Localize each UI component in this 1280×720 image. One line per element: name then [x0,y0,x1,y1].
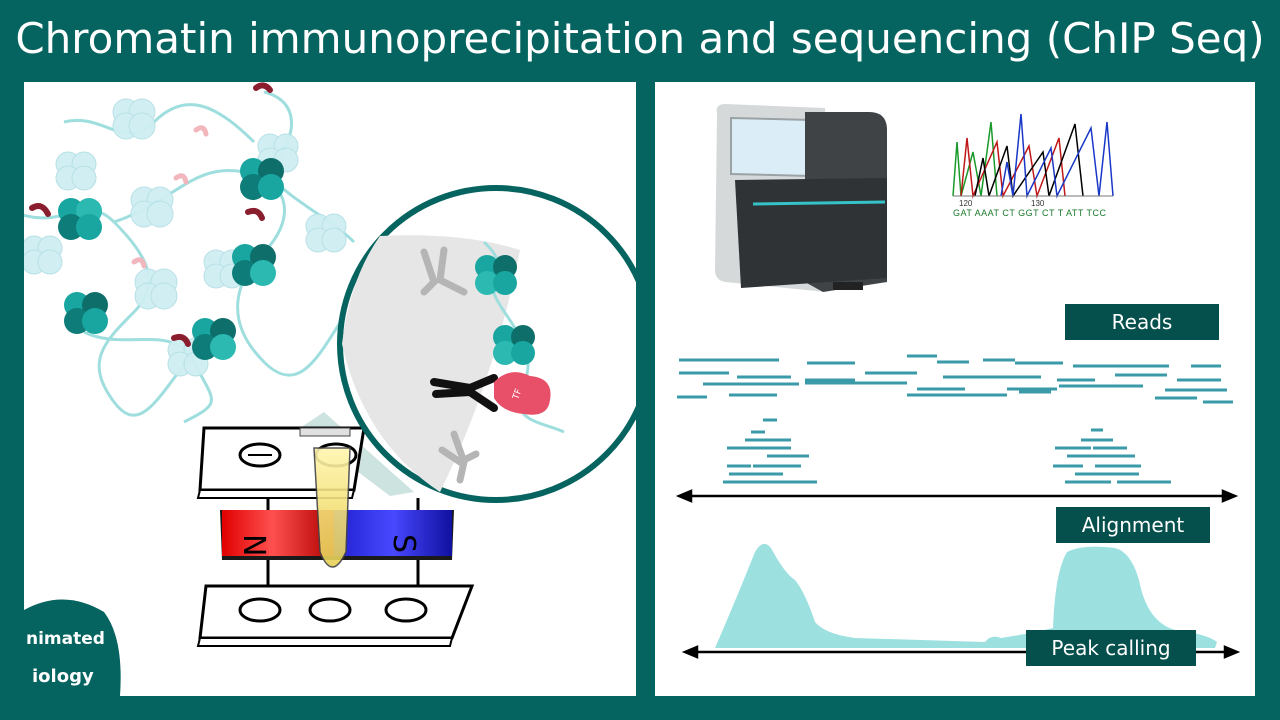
magnet-s-label: S [386,534,421,553]
nucleosomes [58,158,284,360]
sample-tube [313,447,351,568]
page-title: Chromatin immunoprecipitation and sequen… [15,14,1265,63]
sequencer-machine [715,104,887,292]
sequencing-illustration: 120 130 GAT AAAT CT GGT CT T ATT TCC [675,104,1241,659]
chromatogram-tick-120: 120 [959,199,973,208]
sequencing-panel: 120 130 GAT AAAT CT GGT CT T ATT TCC [655,82,1255,696]
tf-label: TF [511,388,524,402]
genome-axis-alignment [675,489,1239,503]
alignment-label: Alignment [1056,507,1210,543]
logo: nimated iology [24,588,122,696]
bottom-plate [196,584,475,647]
magnified-view: TF [337,185,636,503]
faded-nucleosomes [24,98,347,377]
aligned-reads [723,418,1171,484]
chromatogram-tick-130: 130 [1031,199,1045,208]
chromatin-illustration: N S [24,82,636,647]
logo-text-bottom: iology [32,666,94,687]
chromatogram-sequence: GAT AAAT CT GGT CT T ATT TCC [953,208,1107,218]
chromatin-panel: N S [24,82,636,696]
reads-label: Reads [1065,304,1219,340]
sequence-reads [677,354,1233,404]
peak-signal [715,543,1217,648]
chromatogram: 120 130 GAT AAAT CT GGT CT T ATT TCC [952,113,1114,218]
histone-marks [29,82,273,347]
logo-text-top: nimated [26,629,105,649]
peak-calling-label: Peak calling [1026,630,1196,666]
magnet: N S [220,510,454,560]
stand-posts [266,498,420,588]
magnet-n-label: N [236,534,271,556]
